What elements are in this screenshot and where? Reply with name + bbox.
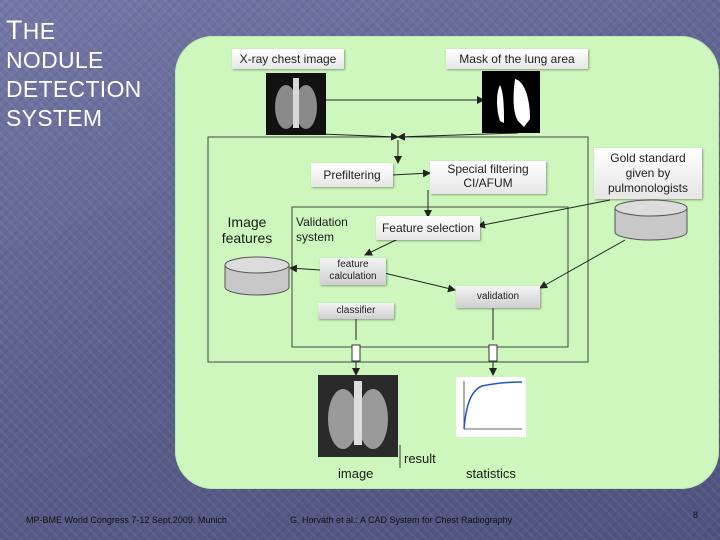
xray-thumbnail xyxy=(266,73,326,135)
slide-title: THE NODULE DETECTION SYSTEM xyxy=(6,16,176,133)
image-features-database xyxy=(224,256,290,296)
image-features-label: Image features xyxy=(221,214,273,246)
special-filtering-box: Special filtering CI/AFUM xyxy=(430,161,546,194)
statistics-roc-plot xyxy=(456,377,526,437)
validation-system-label: Validation system xyxy=(296,215,348,244)
result-xray-thumbnail xyxy=(318,375,398,457)
title-line-1: THE xyxy=(6,15,56,45)
footer-conference: MP-BME World Congress 7-12 Sept.2009. Mu… xyxy=(26,515,227,525)
validation-box-label: validation xyxy=(456,286,540,308)
footer-citation: G. Horváth et al.: A CAD System for Ches… xyxy=(290,515,513,525)
classifier-box: classifier xyxy=(318,303,394,319)
validation-box xyxy=(291,206,569,348)
result-label: result xyxy=(404,451,436,466)
image-label: image xyxy=(338,466,374,481)
mask-thumbnail xyxy=(482,71,540,133)
gold-standard-box: Gold standard given by pulmonologists xyxy=(594,148,702,199)
feature-selection-box: Feature selection xyxy=(376,216,480,240)
statistics-label: statistics xyxy=(466,466,516,481)
title-line-4: SYSTEM xyxy=(6,105,103,131)
title-line-3: DETECTION xyxy=(6,76,142,102)
feature-calculation-box: feature calculation xyxy=(320,258,386,285)
mask-label: Mask of the lung area xyxy=(446,49,588,69)
page-number: 8 xyxy=(693,510,699,520)
title-line-2: NODULE xyxy=(6,47,104,73)
xray-label: X-ray chest image xyxy=(232,49,344,69)
gold-standard-database xyxy=(614,199,688,241)
prefiltering-box: Prefiltering xyxy=(311,163,393,187)
